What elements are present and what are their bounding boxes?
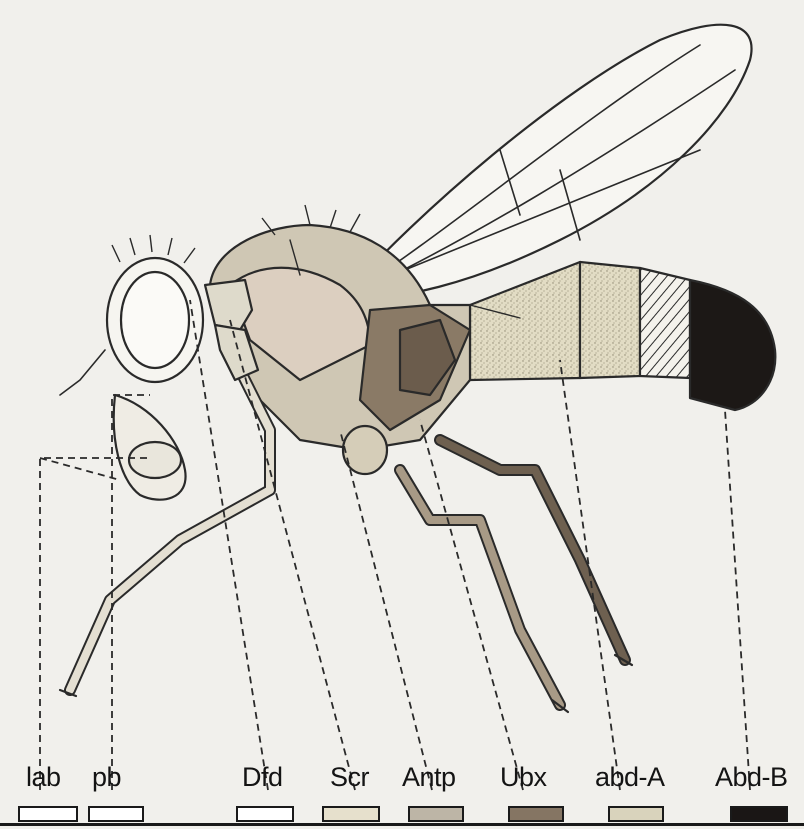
- abdomen: [470, 262, 775, 410]
- middle-leg: [400, 470, 568, 712]
- baseline: [0, 823, 804, 826]
- gene-label-lab: lab: [26, 762, 61, 793]
- gene-box-pb: [88, 806, 144, 822]
- gene-box-dfd: [236, 806, 294, 822]
- connector-abd-a: [560, 360, 620, 790]
- gene-box-antp: [408, 806, 464, 822]
- gene-box-abd-b: [730, 806, 788, 822]
- gene-label-abd-a: abd-A: [595, 762, 665, 793]
- gene-label-ubx: Ubx: [500, 762, 547, 793]
- connector-lab-branch: [40, 458, 120, 480]
- head: [60, 258, 203, 500]
- gene-label-pb: pb: [92, 762, 121, 793]
- gene-box-scr: [322, 806, 380, 822]
- gene-box-abd-a: [608, 806, 664, 822]
- connector-abd-b: [725, 410, 750, 790]
- gene-box-ubx: [508, 806, 564, 822]
- connector-antp: [340, 430, 432, 790]
- gene-label-abd-b: Abd-B: [715, 762, 788, 793]
- front-leg: [60, 370, 270, 696]
- hind-leg: [440, 440, 632, 665]
- gene-label-dfd: Dfd: [242, 762, 283, 793]
- gene-label-scr: Scr: [330, 762, 369, 793]
- gene-box-lab: [18, 806, 78, 822]
- gene-label-antp: Antp: [402, 762, 456, 793]
